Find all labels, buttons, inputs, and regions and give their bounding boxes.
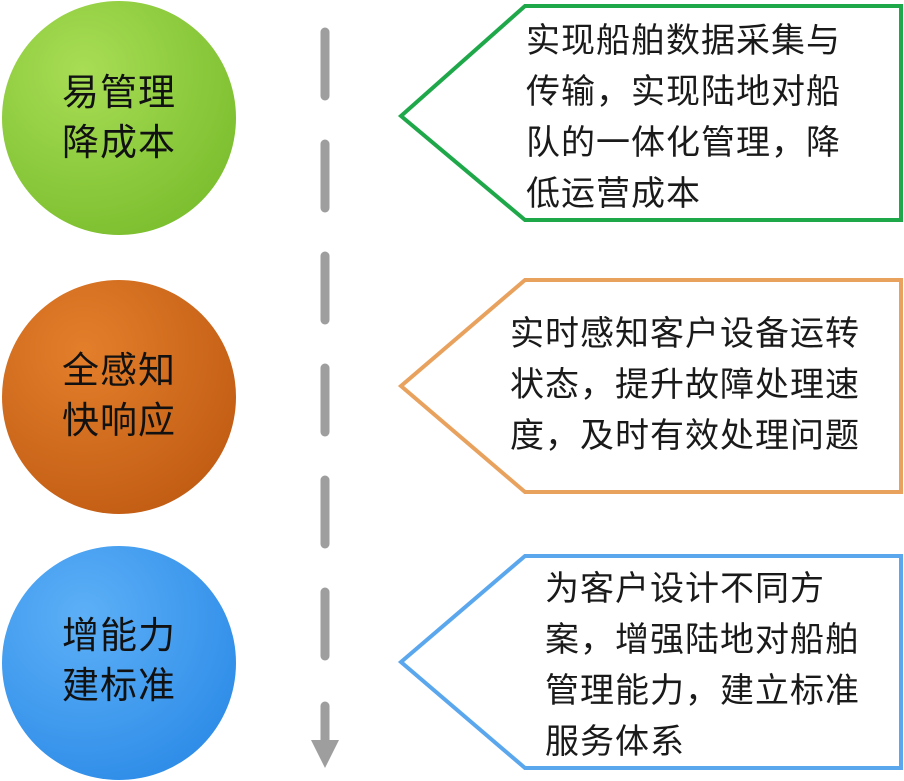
- timeline-arrow-icon: [311, 740, 339, 768]
- callout-1-text: 实现船舶数据采集与 传输，实现陆地对船 队的一体化管理，降 低运营成本: [526, 21, 841, 214]
- circle-2: [2, 280, 236, 514]
- callout-3-text: 为客户设计不同方 案，增强陆地对船舶 管理能力，建立标准 服务体系: [545, 569, 860, 762]
- callout-3-shape: [397, 554, 903, 770]
- circle-2-label: 全感知 快响应: [62, 349, 176, 442]
- circle-1: [2, 1, 236, 235]
- callout-2-text: 实时感知客户设备运转 状态，提升故障处理速 度，及时有效处理问题: [510, 314, 860, 456]
- callout-1-shape: [397, 4, 903, 222]
- circle-3-label: 增能力 建标准: [62, 614, 176, 707]
- callout-2-shape: [397, 278, 903, 494]
- circle-3: [2, 546, 236, 780]
- circle-1-label: 易管理 降成本: [62, 71, 176, 164]
